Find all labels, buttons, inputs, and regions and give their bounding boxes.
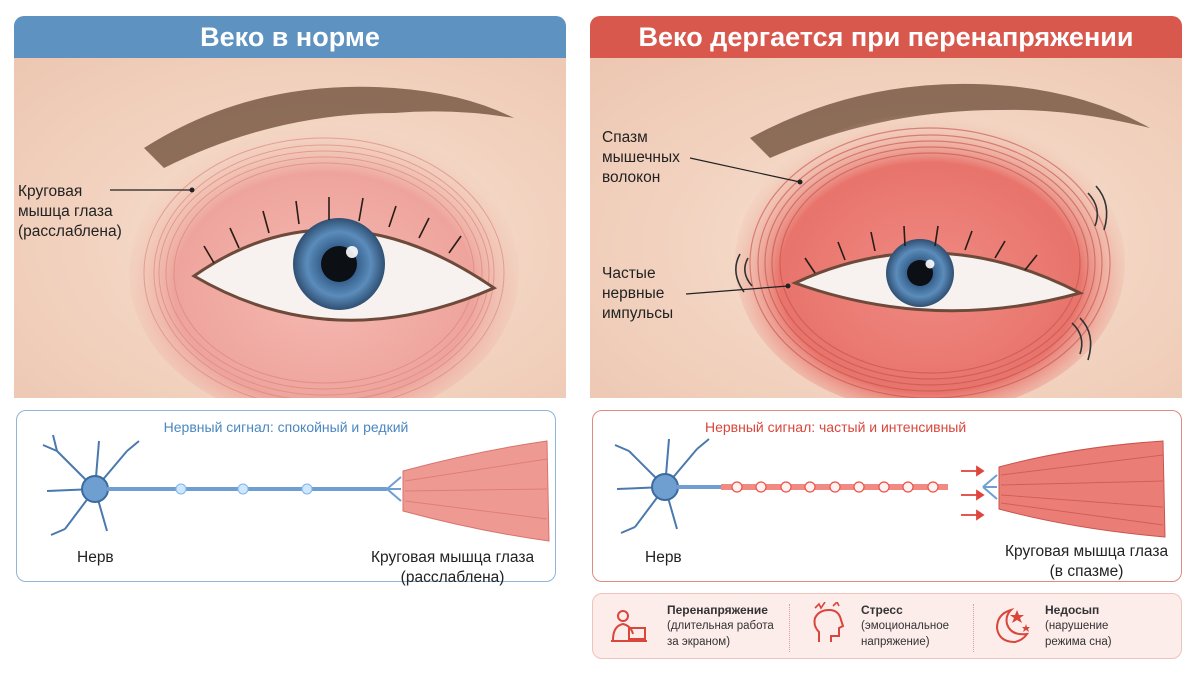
spasm-signal-diagram: [614, 438, 1166, 538]
normal-panel: Веко в норме: [10, 0, 590, 676]
neuron-body: [651, 473, 679, 501]
normal-eye-illustration: Круговая мышца глаза (расслаблена): [14, 58, 566, 398]
moon-stars-icon: [995, 607, 1030, 644]
normal-title: Веко в норме: [14, 16, 566, 58]
relaxed-muscle: [402, 440, 550, 542]
spasm-muscle: [998, 440, 1166, 538]
spasm-signal-box: Нервный сигнал: частый и интенсивный: [592, 410, 1182, 582]
cause-stress: Стресс (эмоциональное напряжение): [861, 603, 949, 648]
spasm-signal-title: Нервный сигнал: частый и интенсивный: [705, 419, 967, 435]
spasm-panel: Веко дергается при перенапряжении: [590, 0, 1182, 676]
causes-panel: Перенапряжение (длительная работа за экр…: [592, 593, 1182, 659]
normal-muscle-caption: Круговая мышца глаза (расслаблена): [371, 549, 535, 586]
spasm-leader-line: [689, 157, 801, 183]
spasm-eye-illustration: Спазм мышечных волокон Частые нервные им…: [590, 58, 1182, 398]
cause-divider: [789, 604, 790, 652]
normal-muscle-label: Круговая мышца глаза (расслаблена): [18, 183, 122, 240]
frequent-pulses: [731, 481, 939, 493]
impulse-label: Частые нервные импульсы: [602, 265, 674, 322]
normal-signal-box: Нервный сигнал: спокойный и редкий: [16, 410, 556, 586]
nerve-label: Нерв: [645, 549, 682, 566]
spasm-title: Веко дергается при перенапряжении: [590, 16, 1182, 58]
person-laptop-icon: [611, 610, 647, 642]
spasm-label: Спазм мышечных волокон: [602, 129, 680, 186]
nerve-label: Нерв: [77, 549, 114, 566]
cause-sleep: Недосып (нарушение режима сна): [1045, 603, 1112, 648]
normal-signal-title: Нервный сигнал: спокойный и редкий: [163, 419, 409, 435]
normal-signal-diagram: [42, 434, 550, 542]
cause-divider: [973, 604, 974, 652]
spasm-muscle-caption: Круговая мышца глаза (в спазме): [1005, 543, 1169, 580]
stress-head-icon: [813, 602, 845, 642]
cause-overstrain: Перенапряжение (длительная работа за экр…: [667, 603, 774, 648]
spasm-arrows: [961, 465, 985, 521]
spasm-eye-drawing: [685, 83, 1150, 398]
neuron-body: [81, 475, 109, 503]
twitch-marks: [735, 185, 1108, 361]
impulse-leader-line: [685, 285, 789, 295]
normal-eye-drawing: [110, 86, 519, 398]
signal-pulses: [175, 483, 313, 495]
